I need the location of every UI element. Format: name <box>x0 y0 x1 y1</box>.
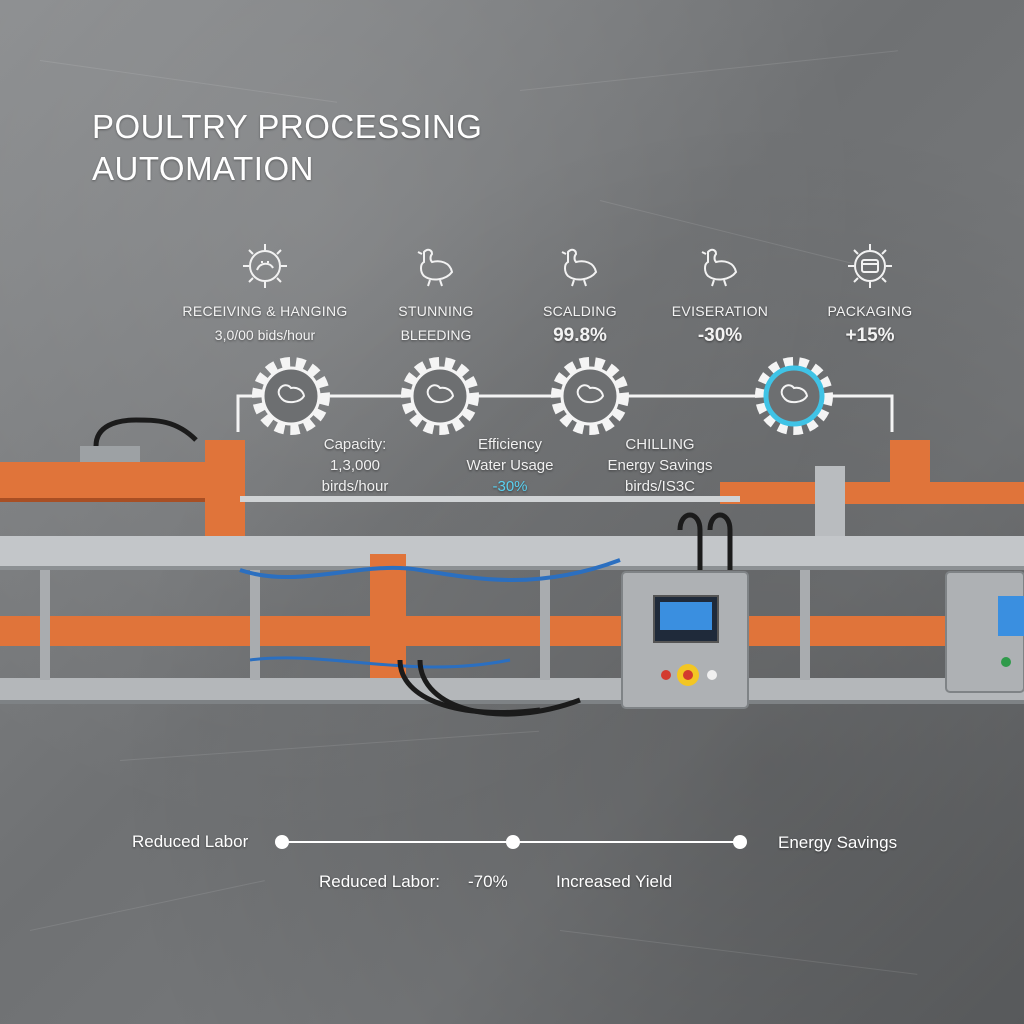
efficiency-label: Efficiency <box>478 436 542 453</box>
stage-name: STUNNING <box>398 303 474 319</box>
support-leg <box>250 570 260 680</box>
stage-name: EVISERATION <box>671 303 769 319</box>
gear-node-2 <box>401 357 479 435</box>
support-leg <box>540 570 550 680</box>
orange-vertical-bracket <box>370 554 406 702</box>
process-flow-diagram <box>236 357 894 435</box>
gear-package-icon <box>848 244 892 288</box>
stage-value: -30% <box>697 325 743 346</box>
timeline-dot <box>733 835 747 849</box>
water-usage-value: -30% <box>492 478 528 495</box>
chicken-icon <box>561 248 598 287</box>
capacity-note: Capacity: 1,3,000 birds/hour <box>280 434 430 497</box>
capacity-unit: birds/hour <box>321 478 389 495</box>
stage-receiving: RECEIVING & HANGING 3,0/00 bids/hour <box>180 240 350 343</box>
stage-name: PACKAGING <box>827 303 913 319</box>
stage-packaging: PACKAGING +15% <box>810 240 930 347</box>
orange-frame-post <box>205 440 245 540</box>
frame-shadow <box>0 498 230 502</box>
timeline-left-label: Reduced Labor <box>132 832 249 851</box>
rail-shadow <box>0 700 1024 704</box>
control-panel-secondary <box>945 571 1024 693</box>
connector-block <box>80 446 140 462</box>
orange-frame-post <box>890 440 930 498</box>
reduced-labor-value: -70% <box>468 872 508 891</box>
main-steel-beam <box>0 536 1024 566</box>
cable <box>677 512 703 570</box>
cable <box>417 659 581 717</box>
capacity-value: 1,3,000 <box>329 457 381 474</box>
energy-savings-value: birds/IS3C <box>624 478 696 495</box>
page-title: POULTRY PROCESSING AUTOMATION <box>92 106 482 190</box>
chicken-icon <box>417 248 454 287</box>
stage-value: 99.8% <box>553 325 607 346</box>
blue-hose <box>249 656 511 669</box>
energy-savings-label: Energy Savings <box>607 457 713 474</box>
stage-eviseration: EVISERATION -30% <box>660 240 780 347</box>
cable <box>707 512 733 570</box>
chilling-label: CHILLING <box>625 436 695 453</box>
chilling-note: CHILLING Energy Savings birds/IS3C <box>590 434 730 497</box>
timeline-right-label: Energy Savings <box>778 833 898 852</box>
support-leg <box>40 570 50 680</box>
efficiency-note: Efficiency Water Usage -30% <box>440 434 580 497</box>
control-panel <box>621 571 749 709</box>
stage-value: +15% <box>845 325 895 346</box>
guide-rail <box>240 496 740 502</box>
timeline-dot <box>506 835 520 849</box>
timeline-dot <box>275 835 289 849</box>
gear-chicken-icon <box>243 244 287 288</box>
title-line-1: POULTRY PROCESSING <box>92 108 483 145</box>
cable <box>93 417 198 447</box>
gear-node-1 <box>252 357 330 435</box>
beam-shadow <box>0 566 1024 570</box>
stage-stunning: STUNNING BLEEDING <box>376 240 496 343</box>
title-line-2: AUTOMATION <box>92 150 314 187</box>
orange-frame-arm <box>720 482 1024 504</box>
stage-sub: 3,0/00 bids/hour <box>214 327 316 343</box>
lower-steel-rail <box>0 678 1024 700</box>
flow-line-end <box>830 394 894 432</box>
reduced-labor-label: Reduced Labor: <box>319 872 440 891</box>
stage-name: SCALDING <box>543 303 617 319</box>
stage-name: RECEIVING & HANGING <box>182 303 348 319</box>
stage-scalding: SCALDING 99.8% <box>520 240 640 347</box>
support-leg <box>800 570 810 680</box>
capacity-label: Capacity: <box>323 436 387 453</box>
gear-node-3 <box>551 357 629 435</box>
stage-sub: BLEEDING <box>400 327 472 343</box>
processing-line-machine <box>0 417 1024 717</box>
increased-yield-label: Increased Yield <box>556 872 673 891</box>
chicken-icon <box>701 248 738 287</box>
orange-frame-arm <box>0 462 230 498</box>
blue-hose <box>239 558 621 582</box>
orange-lower-frame <box>0 616 1024 646</box>
water-usage-label: Water Usage <box>466 457 554 474</box>
gear-node-4-active <box>755 357 833 435</box>
